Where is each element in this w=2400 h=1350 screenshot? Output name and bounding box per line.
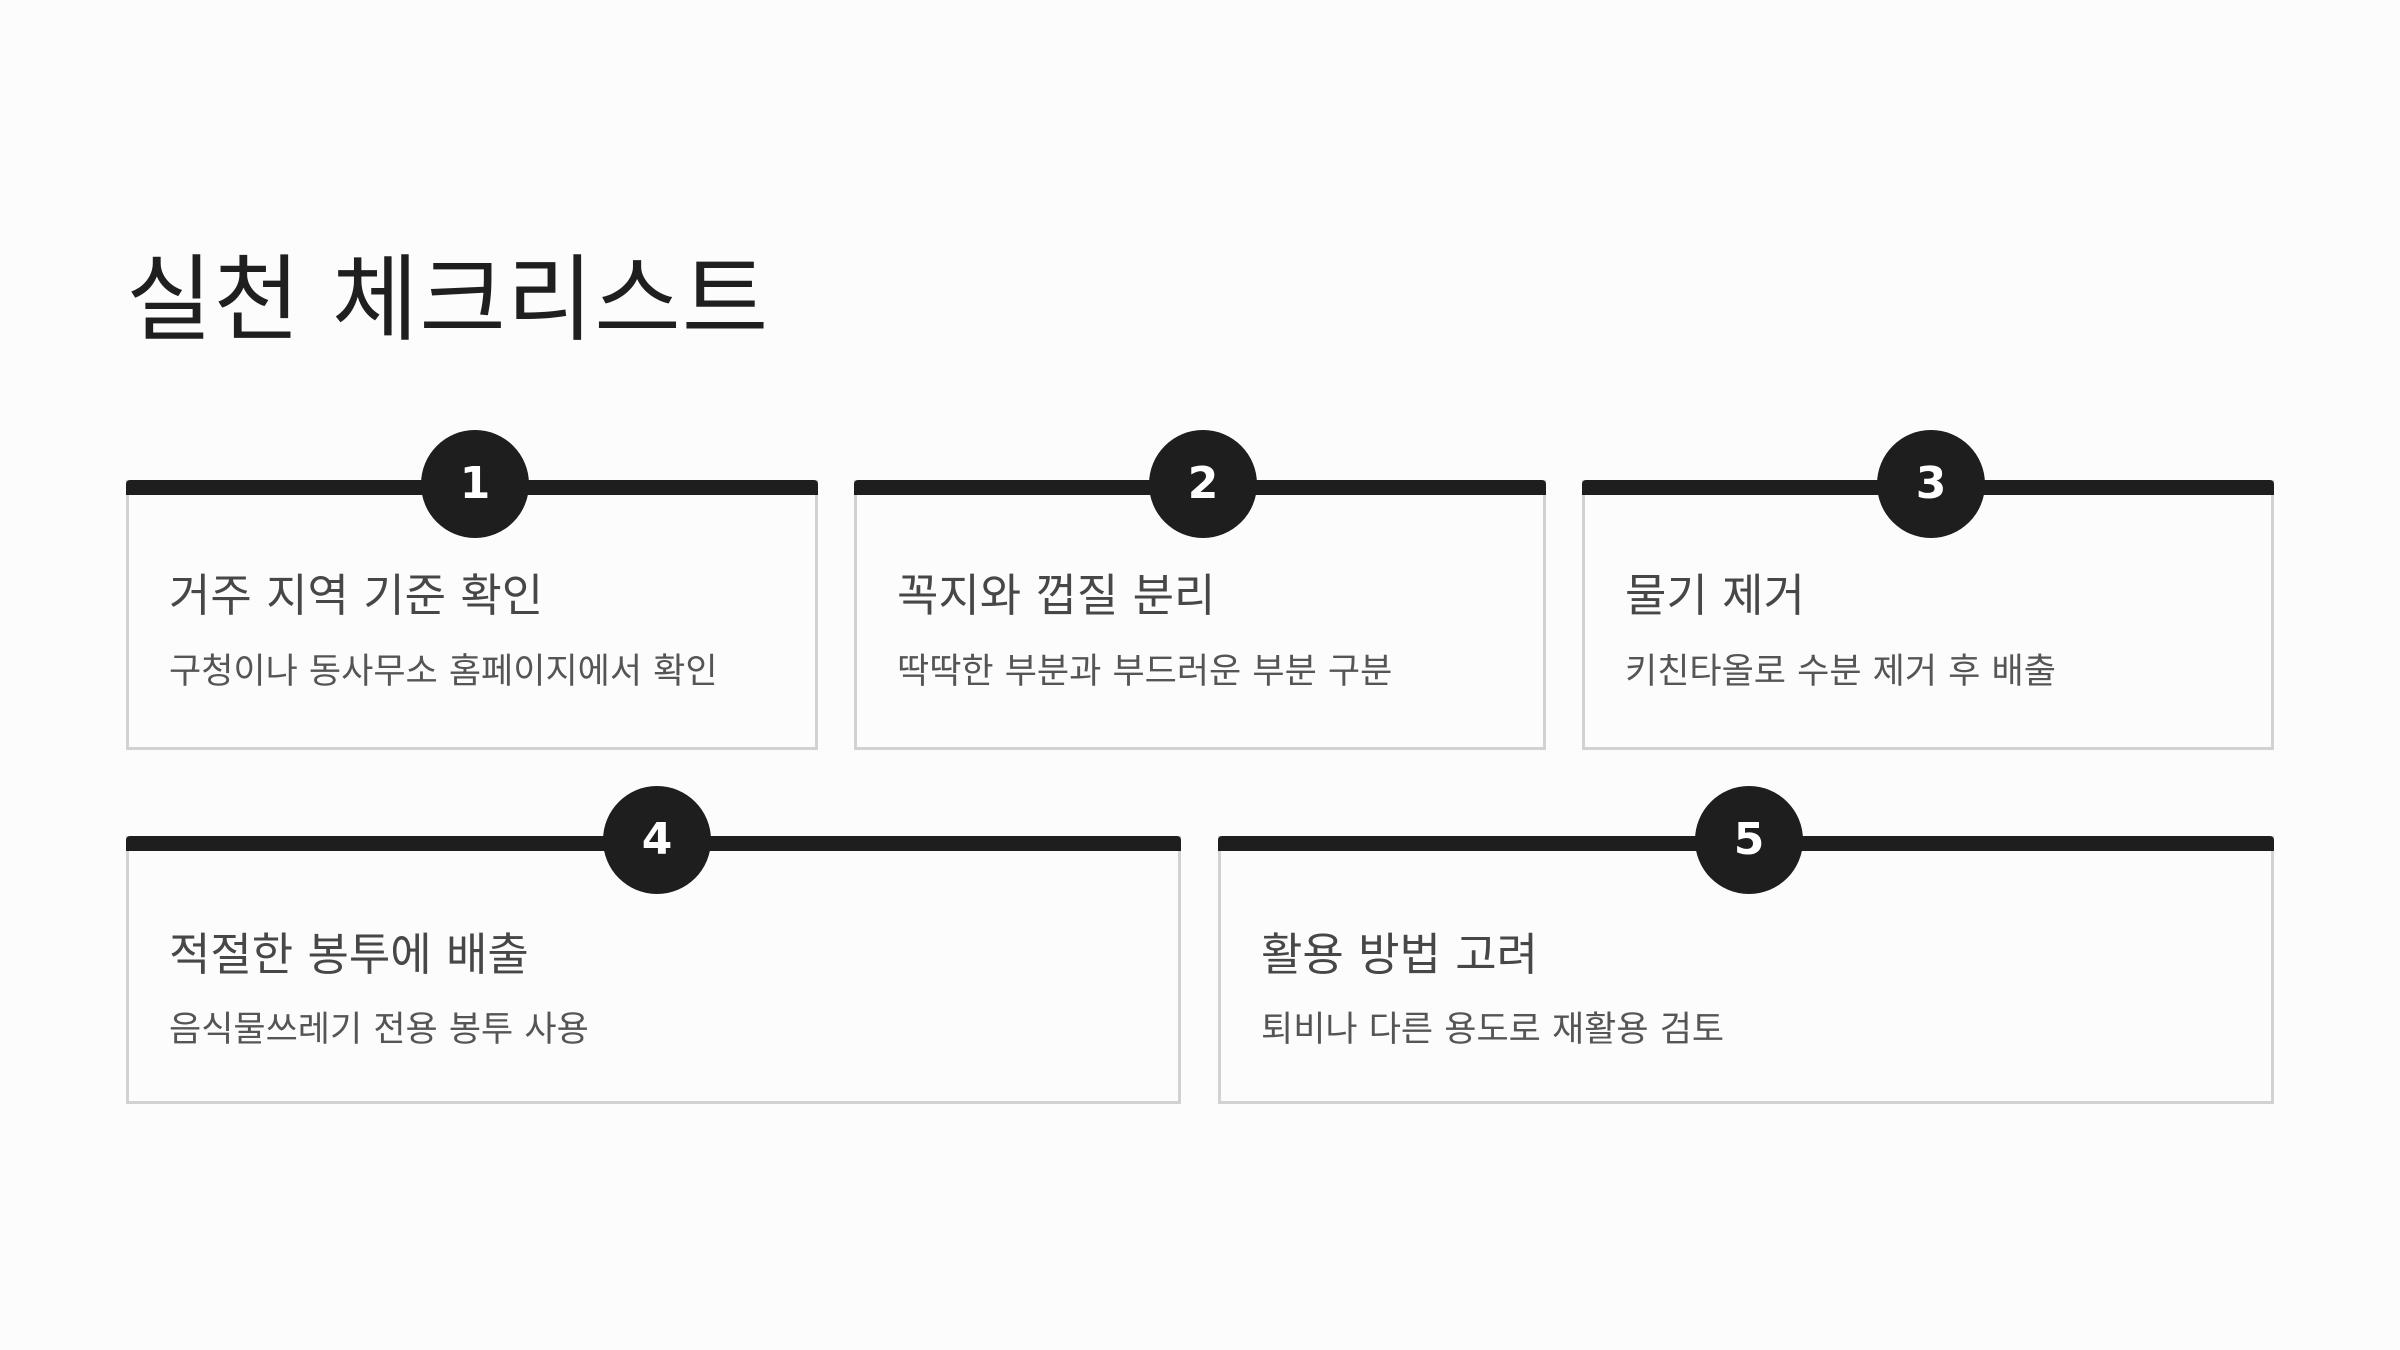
step-number-badge: 3 bbox=[1877, 430, 1985, 538]
card-title: 꼭지와 껍질 분리 bbox=[897, 569, 1216, 622]
page-title: 실천 체크리스트 bbox=[126, 246, 770, 355]
step-number-badge: 1 bbox=[421, 430, 529, 538]
step-number-badge: 4 bbox=[603, 786, 711, 894]
checklist-card-4: 4 적절한 봉투에 배출 음식물쓰레기 전용 봉투 사용 bbox=[126, 786, 1181, 1104]
card-title: 물기 제거 bbox=[1625, 569, 1805, 622]
checklist-card-1: 1 거주 지역 기준 확인 구청이나 동사무소 홈페이지에서 확인 bbox=[126, 430, 818, 750]
card-title: 거주 지역 기준 확인 bbox=[169, 569, 544, 622]
card-description: 딱딱한 부분과 부드러운 부분 구분 bbox=[897, 652, 1393, 692]
card-description: 키친타올로 수분 제거 후 배출 bbox=[1625, 652, 2056, 692]
checklist-card-5: 5 활용 방법 고려 퇴비나 다른 용도로 재활용 검토 bbox=[1218, 786, 2274, 1104]
checklist-card-3: 3 물기 제거 키친타올로 수분 제거 후 배출 bbox=[1582, 430, 2274, 750]
card-title: 활용 방법 고려 bbox=[1261, 928, 1539, 981]
checklist-card-2: 2 꼭지와 껍질 분리 딱딱한 부분과 부드러운 부분 구분 bbox=[854, 430, 1546, 750]
card-description: 구청이나 동사무소 홈페이지에서 확인 bbox=[169, 652, 718, 692]
card-title: 적절한 봉투에 배출 bbox=[169, 928, 529, 981]
step-number-badge: 5 bbox=[1695, 786, 1803, 894]
step-number-badge: 2 bbox=[1149, 430, 1257, 538]
card-description: 퇴비나 다른 용도로 재활용 검토 bbox=[1261, 1010, 1725, 1050]
card-description: 음식물쓰레기 전용 봉투 사용 bbox=[169, 1010, 589, 1050]
